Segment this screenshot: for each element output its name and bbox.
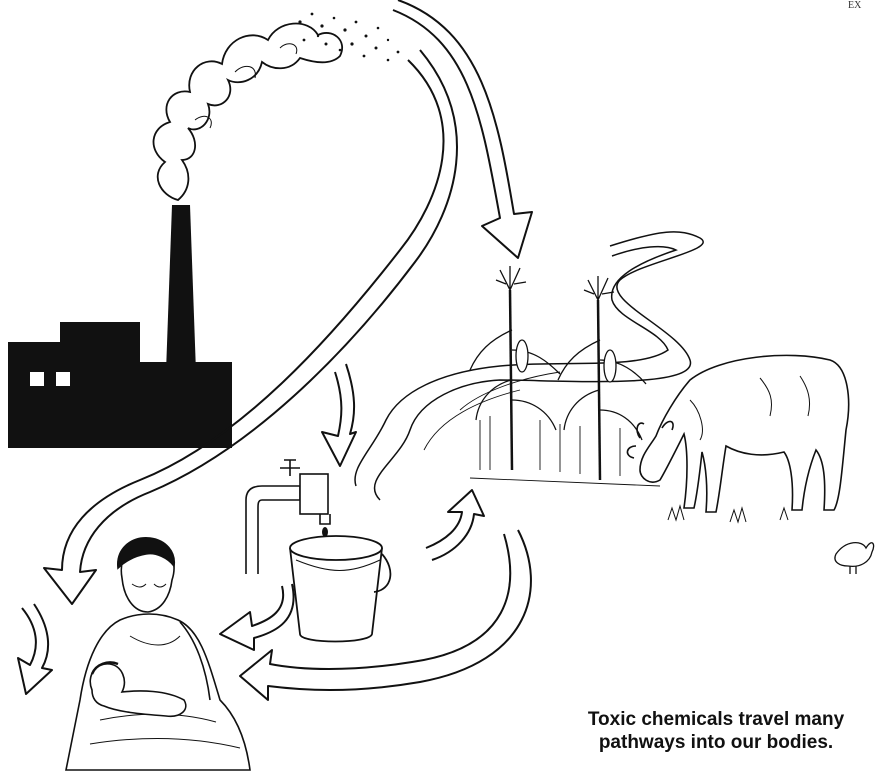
arrow-to-crops (393, 0, 532, 258)
factory-window (30, 372, 44, 386)
arrow-left-curl (18, 604, 52, 694)
smokestack (166, 205, 196, 372)
factory (8, 205, 232, 448)
arrow-river-to-bucket (426, 490, 484, 560)
caption-line-2: pathways into our bodies. (560, 731, 872, 754)
chicken (835, 543, 874, 574)
factory-window (56, 372, 70, 386)
corn-plant (558, 276, 646, 480)
caption-line-1: Toxic chemicals travel many (560, 708, 872, 731)
corner-mark: EX (848, 0, 862, 11)
caption: Toxic chemicals travel many pathways int… (560, 708, 872, 754)
arrow-bucket-to-mother (220, 584, 294, 650)
smoke-cloud (154, 24, 343, 200)
arrow-farm-to-mother (240, 530, 531, 700)
water-bucket (290, 536, 390, 642)
arrow-to-faucet (322, 364, 356, 466)
